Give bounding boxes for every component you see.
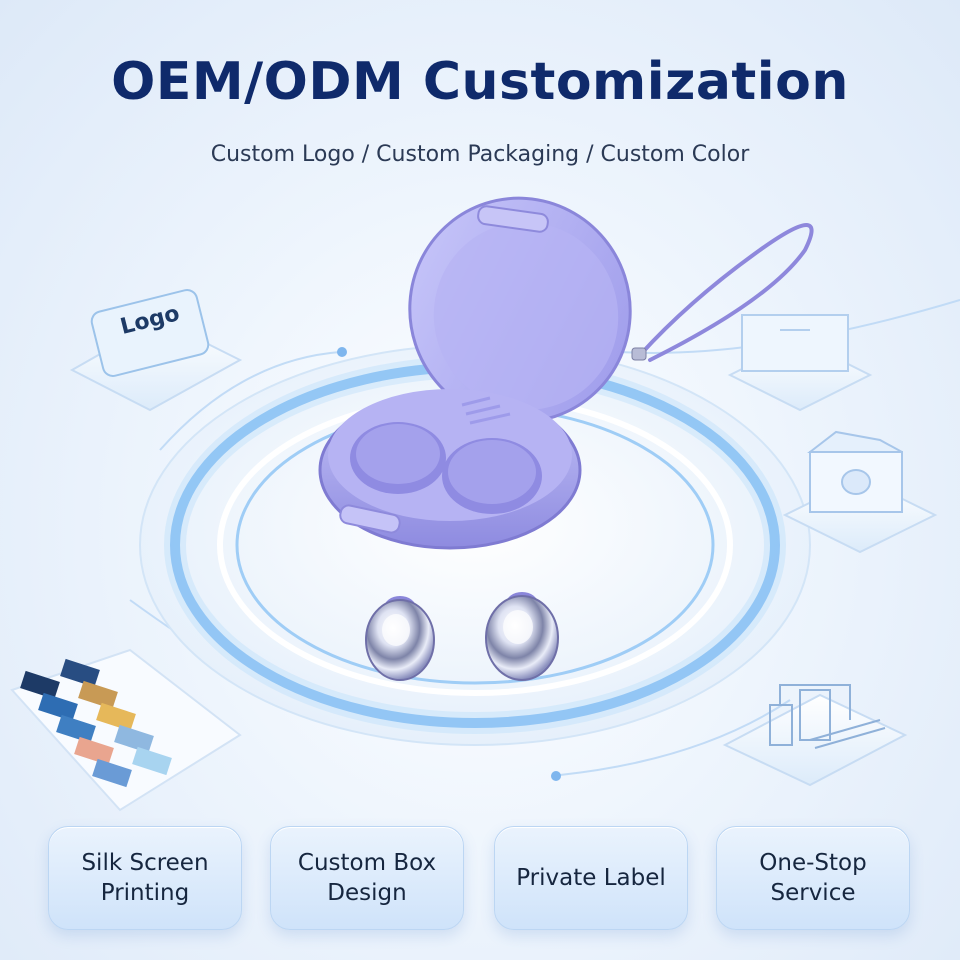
earbud-right bbox=[485, 592, 559, 681]
feature-one-stop-service[interactable]: One-Stop Service bbox=[716, 826, 910, 930]
color-swatch bbox=[20, 670, 60, 700]
package-tile-1 bbox=[727, 314, 873, 412]
earbud-left bbox=[365, 596, 435, 681]
color-swatch bbox=[74, 736, 114, 766]
factory-tile bbox=[722, 684, 908, 787]
feature-private-label[interactable]: Private Label bbox=[494, 826, 688, 930]
color-swatch bbox=[56, 714, 96, 744]
page-subtitle: Custom Logo / Custom Packaging / Custom … bbox=[210, 142, 750, 167]
color-swatch bbox=[78, 680, 118, 710]
feature-label: One-Stop Service bbox=[759, 850, 867, 906]
color-swatch bbox=[96, 702, 136, 732]
color-swatch bbox=[60, 658, 100, 688]
case-base bbox=[318, 389, 582, 550]
feature-row: Silk Screen Printing Custom Box Design P… bbox=[0, 826, 960, 930]
color-swatch bbox=[38, 692, 78, 722]
case-lanyard bbox=[638, 223, 814, 362]
connector-dot bbox=[551, 771, 561, 781]
color-swatch bbox=[114, 724, 154, 754]
color-swatch bbox=[132, 746, 172, 776]
logo-tile bbox=[69, 289, 243, 412]
page-title: OEM/ODM Customization bbox=[111, 52, 849, 112]
connector-dot bbox=[337, 347, 347, 357]
feature-label: Silk Screen Printing bbox=[81, 850, 209, 906]
color-swatch bbox=[92, 758, 132, 788]
color-swatches bbox=[20, 658, 172, 788]
feature-label: Custom Box Design bbox=[297, 850, 437, 906]
feature-label: Private Label bbox=[516, 865, 666, 891]
feature-custom-box-design[interactable]: Custom Box Design bbox=[270, 826, 464, 930]
case-lid bbox=[408, 196, 632, 424]
feature-silk-screen-printing[interactable]: Silk Screen Printing bbox=[48, 826, 242, 930]
package-tile-2 bbox=[782, 430, 938, 554]
color-swatch-tile bbox=[10, 648, 242, 812]
